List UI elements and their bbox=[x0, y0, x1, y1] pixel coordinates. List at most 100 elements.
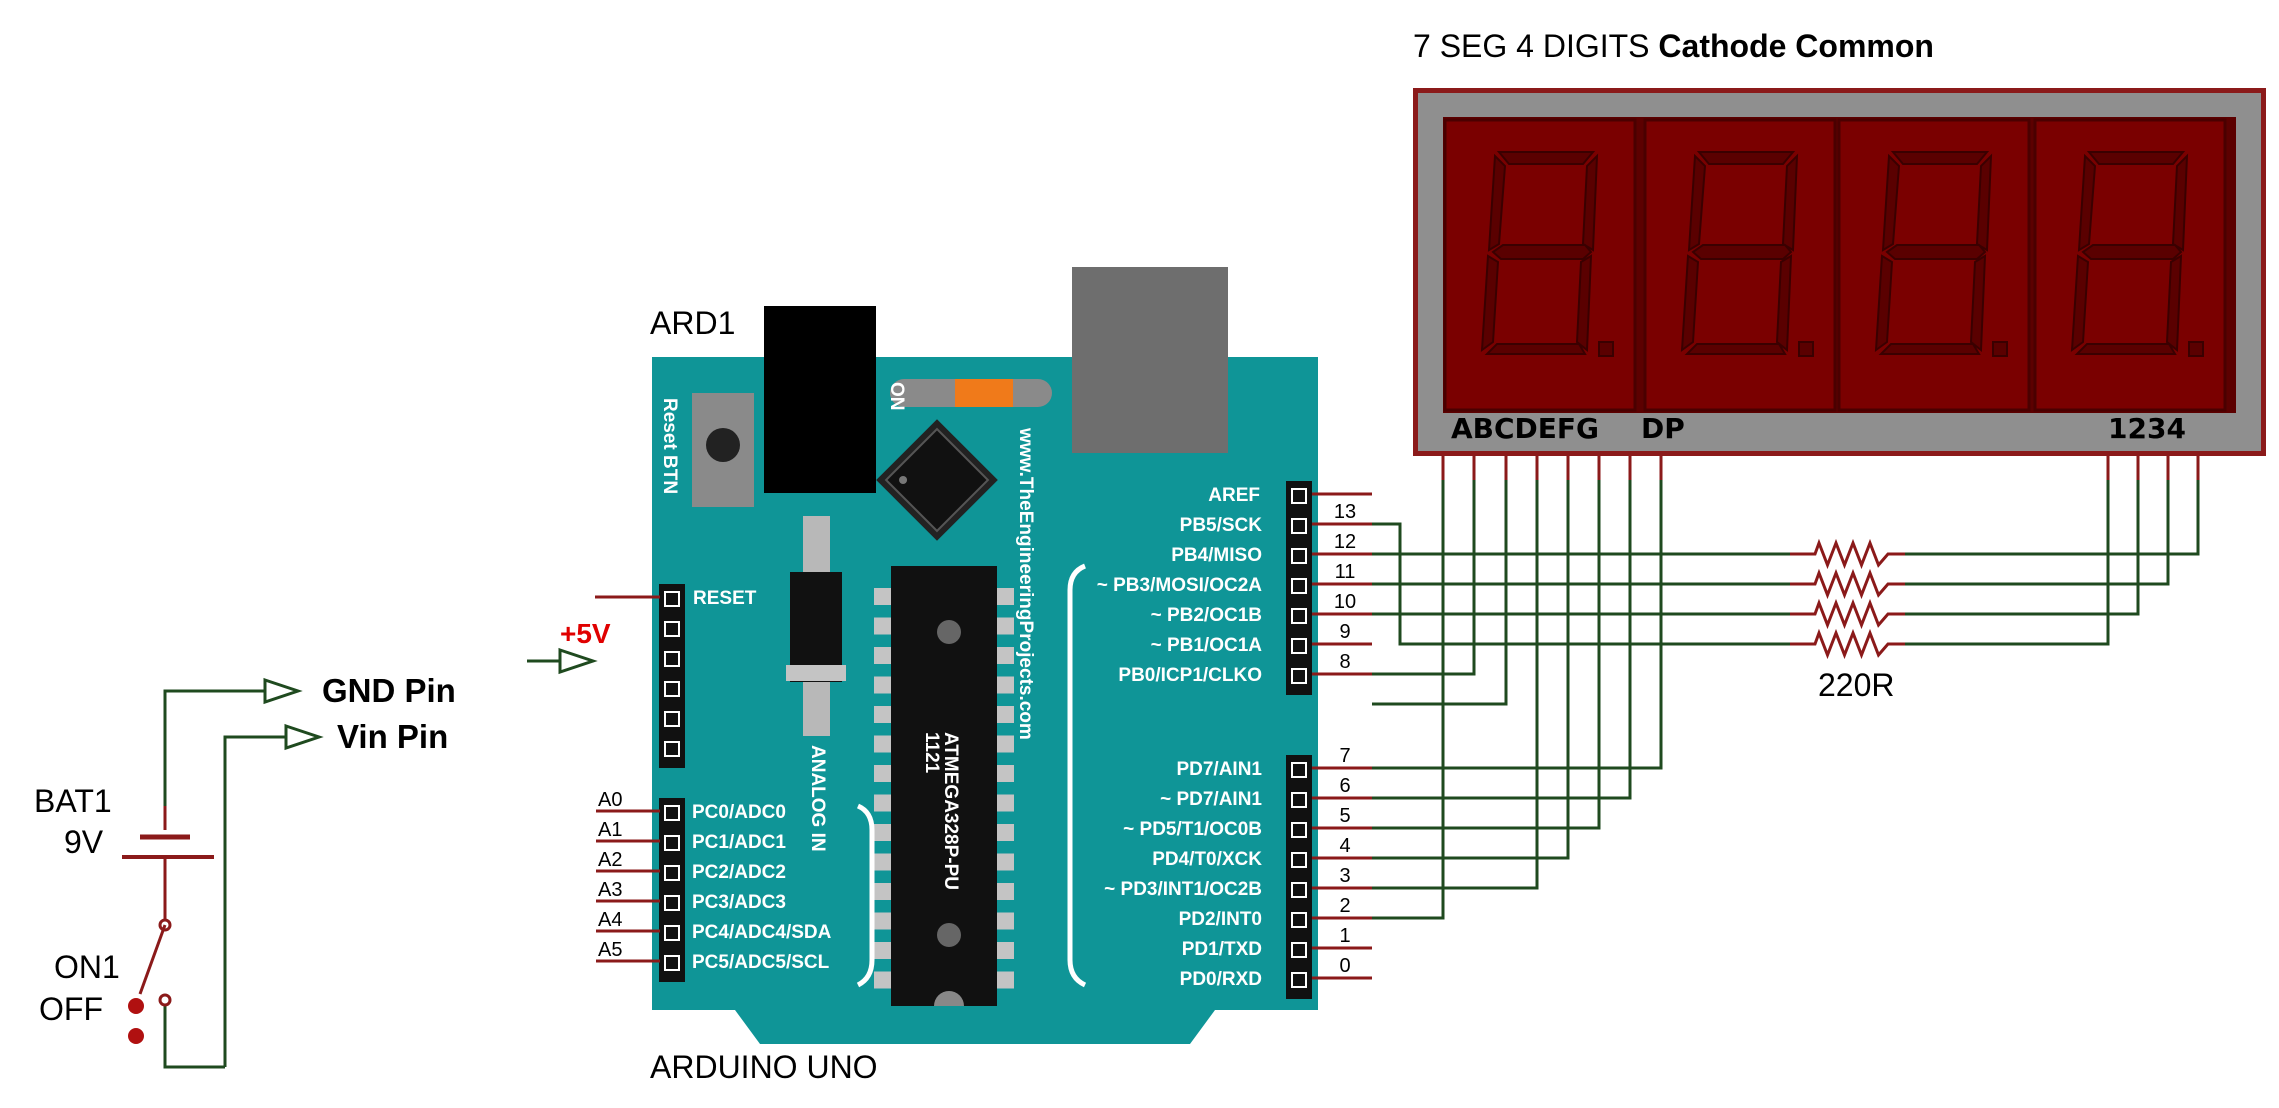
chip-pin bbox=[874, 971, 891, 989]
resistor-3 bbox=[1790, 598, 1905, 630]
on-label: ON bbox=[886, 382, 907, 411]
usb-connector bbox=[1072, 267, 1228, 453]
on-led bbox=[955, 379, 1013, 407]
pin-num-4: 4 bbox=[1339, 835, 1350, 857]
chip-pin bbox=[874, 942, 891, 959]
resistor-1 bbox=[1790, 538, 1905, 570]
pin-num-0: 0 bbox=[1339, 955, 1350, 977]
chip-pin bbox=[874, 794, 891, 812]
chip-pin bbox=[997, 765, 1014, 782]
chip-pin bbox=[997, 617, 1014, 635]
reset-label: RESET bbox=[693, 588, 757, 609]
pin-num-8: 8 bbox=[1339, 651, 1350, 673]
wire-d7 bbox=[1372, 480, 1663, 770]
pin-num-3: 3 bbox=[1339, 865, 1350, 887]
smd-chip bbox=[876, 419, 998, 541]
pin-num-1: 1 bbox=[1339, 925, 1350, 947]
switch-on-label: ON1 bbox=[54, 949, 120, 985]
pin-label-4: PD4/T0/XCK bbox=[1152, 849, 1262, 870]
chip-pin bbox=[874, 824, 891, 841]
pin-label-3: ~ PD3/INT1/OC2B bbox=[1104, 879, 1262, 900]
chip-pin bbox=[874, 676, 891, 694]
chip-pin bbox=[874, 735, 891, 753]
chip-pin bbox=[997, 735, 1014, 753]
chip-pin bbox=[997, 676, 1014, 694]
pin-num-13: 13 bbox=[1334, 501, 1356, 523]
wire-d3 bbox=[1372, 480, 1539, 890]
wire-d9 bbox=[1372, 480, 1476, 676]
segments-label: ABCDEFG bbox=[1451, 412, 1599, 445]
chip-pin bbox=[997, 794, 1014, 812]
website-label: www.TheEngineeringProjects.com bbox=[1015, 427, 1036, 740]
reset-button-cap[interactable] bbox=[706, 428, 740, 462]
switch-off-label: OFF bbox=[39, 991, 103, 1027]
wire-digit-3 bbox=[1905, 480, 2170, 586]
pin-label-10: ~ PB2/OC1B bbox=[1151, 605, 1262, 626]
pin-num-5: 5 bbox=[1339, 805, 1350, 827]
digital-header-top bbox=[1286, 481, 1312, 695]
pin-label-11: ~ PB3/MOSI/OC2A bbox=[1097, 575, 1263, 596]
analog-num-1: A1 bbox=[598, 819, 622, 841]
analog-num-5: A5 bbox=[598, 939, 622, 961]
chip-pin bbox=[874, 588, 891, 605]
chip-pin bbox=[997, 912, 1014, 930]
analog-num-3: A3 bbox=[598, 879, 622, 901]
chip-pin bbox=[874, 853, 891, 871]
chip-pin bbox=[997, 942, 1014, 959]
dp-label: DP bbox=[1641, 412, 1685, 445]
reset-btn-label: Reset BTN bbox=[659, 398, 680, 494]
chip-code: 1121 bbox=[921, 732, 942, 774]
pin-label-2: PD2/INT0 bbox=[1179, 909, 1262, 930]
digital-header-bottom bbox=[1286, 755, 1312, 999]
analog-label-4: PC4/ADC4/SDA bbox=[692, 922, 832, 943]
power-jack bbox=[764, 306, 876, 493]
pin-label-8: PB0/ICP1/CLKO bbox=[1118, 665, 1262, 686]
wire-d4 bbox=[1372, 480, 1570, 860]
analog-in-label: ANALOG IN bbox=[807, 745, 828, 852]
pin-num-7: 7 bbox=[1339, 745, 1350, 767]
pin-label-0: PD0/RXD bbox=[1180, 969, 1262, 990]
chip-pin bbox=[874, 883, 891, 900]
seven-segment-display: ABCDEFG DP 1234 bbox=[1413, 88, 2266, 456]
chip-pin bbox=[997, 588, 1014, 605]
resistor-2 bbox=[1790, 568, 1905, 600]
wire-d11 bbox=[1372, 582, 1790, 616]
resistor-network bbox=[1790, 538, 1905, 660]
analog-label-2: PC2/ADC2 bbox=[692, 862, 786, 883]
chip-pin bbox=[874, 617, 891, 635]
analog-num-4: A4 bbox=[598, 909, 622, 931]
battery-value: 9V bbox=[64, 824, 104, 860]
analog-label-5: PC5/ADC5/SCL bbox=[692, 952, 830, 973]
battery-ref: BAT1 bbox=[34, 783, 112, 819]
wire-digit-2 bbox=[1905, 480, 2140, 616]
display-title: 7 SEG 4 DIGITS Cathode Common bbox=[1413, 28, 1934, 64]
analog-label-0: PC0/ADC0 bbox=[692, 802, 786, 823]
wire-digit-1 bbox=[1905, 480, 2110, 646]
chip-pin bbox=[997, 853, 1014, 871]
battery-circuit bbox=[122, 677, 324, 1069]
power-header bbox=[659, 584, 685, 768]
analog-header bbox=[659, 798, 685, 982]
pin-label-7: PD7/AIN1 bbox=[1176, 759, 1262, 780]
digit-2 bbox=[1643, 118, 1837, 412]
wire-d10 bbox=[1372, 612, 1790, 646]
arduino-ref: ARD1 bbox=[650, 305, 735, 341]
pin-num-11: 11 bbox=[1335, 561, 1356, 583]
pin-num-6: 6 bbox=[1339, 775, 1350, 797]
pin-num-2: 2 bbox=[1339, 895, 1350, 917]
aref-label: AREF bbox=[1208, 485, 1260, 506]
pin-label-13: PB5/SCK bbox=[1180, 515, 1263, 536]
digits-label: 1234 bbox=[2108, 412, 2186, 445]
resistor-label: 220R bbox=[1818, 667, 1895, 703]
chip-pin bbox=[997, 971, 1014, 989]
wire-digit-4 bbox=[1905, 480, 2200, 556]
gnd-terminal-label: GND Pin bbox=[322, 672, 456, 709]
analog-label-3: PC3/ADC3 bbox=[692, 892, 786, 913]
analog-label-1: PC1/ADC1 bbox=[692, 832, 786, 853]
pin-num-10: 10 bbox=[1334, 591, 1356, 613]
arduino-board: Reset BTN ON 1121 ATMEGA328P-PU www.TheE… bbox=[652, 267, 1318, 1044]
chip-label: ATMEGA328P-PU bbox=[940, 732, 961, 890]
chip-pin bbox=[874, 912, 891, 930]
